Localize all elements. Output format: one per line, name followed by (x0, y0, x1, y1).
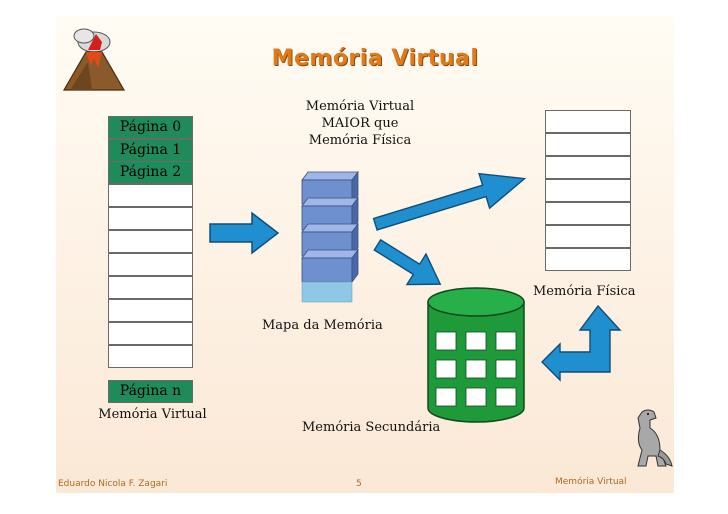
secondary-memory-label: Memória Secundária (302, 420, 441, 435)
physical-frame (545, 179, 631, 202)
arrow-right-icon (209, 211, 280, 255)
slide-title: Memória Virtual (271, 46, 479, 71)
virtual-empty-cell (108, 230, 193, 253)
physical-frame (545, 225, 631, 248)
caption-line-3: Memória Física (308, 133, 412, 148)
physical-frame (545, 110, 631, 133)
virtual-empty-cell (108, 299, 193, 322)
arrow-to-physical-icon (372, 172, 527, 231)
physical-frame (545, 156, 631, 179)
virtual-page-2: Página 2 (108, 161, 193, 184)
volcano-icon (62, 28, 126, 91)
virtual-empty-cell (108, 276, 193, 299)
footer-author: Eduardo Nicola F. Zagari (58, 479, 168, 489)
footer-page-number: 5 (356, 479, 362, 489)
virtual-empty-cell (108, 345, 193, 368)
dinosaur-icon (637, 409, 673, 467)
arrow-to-secondary-icon (373, 238, 442, 286)
physical-memory-label: Memória Física (533, 284, 636, 299)
secondary-memory-disk-icon (427, 287, 525, 423)
physical-frame (545, 133, 631, 156)
physical-frame (545, 202, 631, 225)
memory-map-stack-icon (301, 170, 359, 303)
virtual-page-1: Página 1 (108, 139, 193, 162)
footer-topic: Memória Virtual (555, 477, 627, 487)
caption-line-2: MAIOR que (321, 116, 399, 131)
virtual-memory-label: Memória Virtual (98, 407, 207, 422)
virtual-empty-cell (108, 322, 193, 345)
virtual-empty-cell (108, 184, 193, 207)
virtual-page-0: Página 0 (108, 116, 193, 139)
physical-frame (545, 248, 631, 271)
virtual-empty-cell (108, 207, 193, 230)
caption-line-1: Memória Virtual (305, 99, 415, 114)
virtual-page-n: Página n (108, 380, 193, 403)
caption-top: Memória Virtual MAIOR que Memória Física (280, 98, 440, 149)
bent-arrow-icon (541, 304, 622, 382)
memory-map-label: Mapa da Memória (262, 318, 383, 333)
virtual-empty-cell (108, 253, 193, 276)
